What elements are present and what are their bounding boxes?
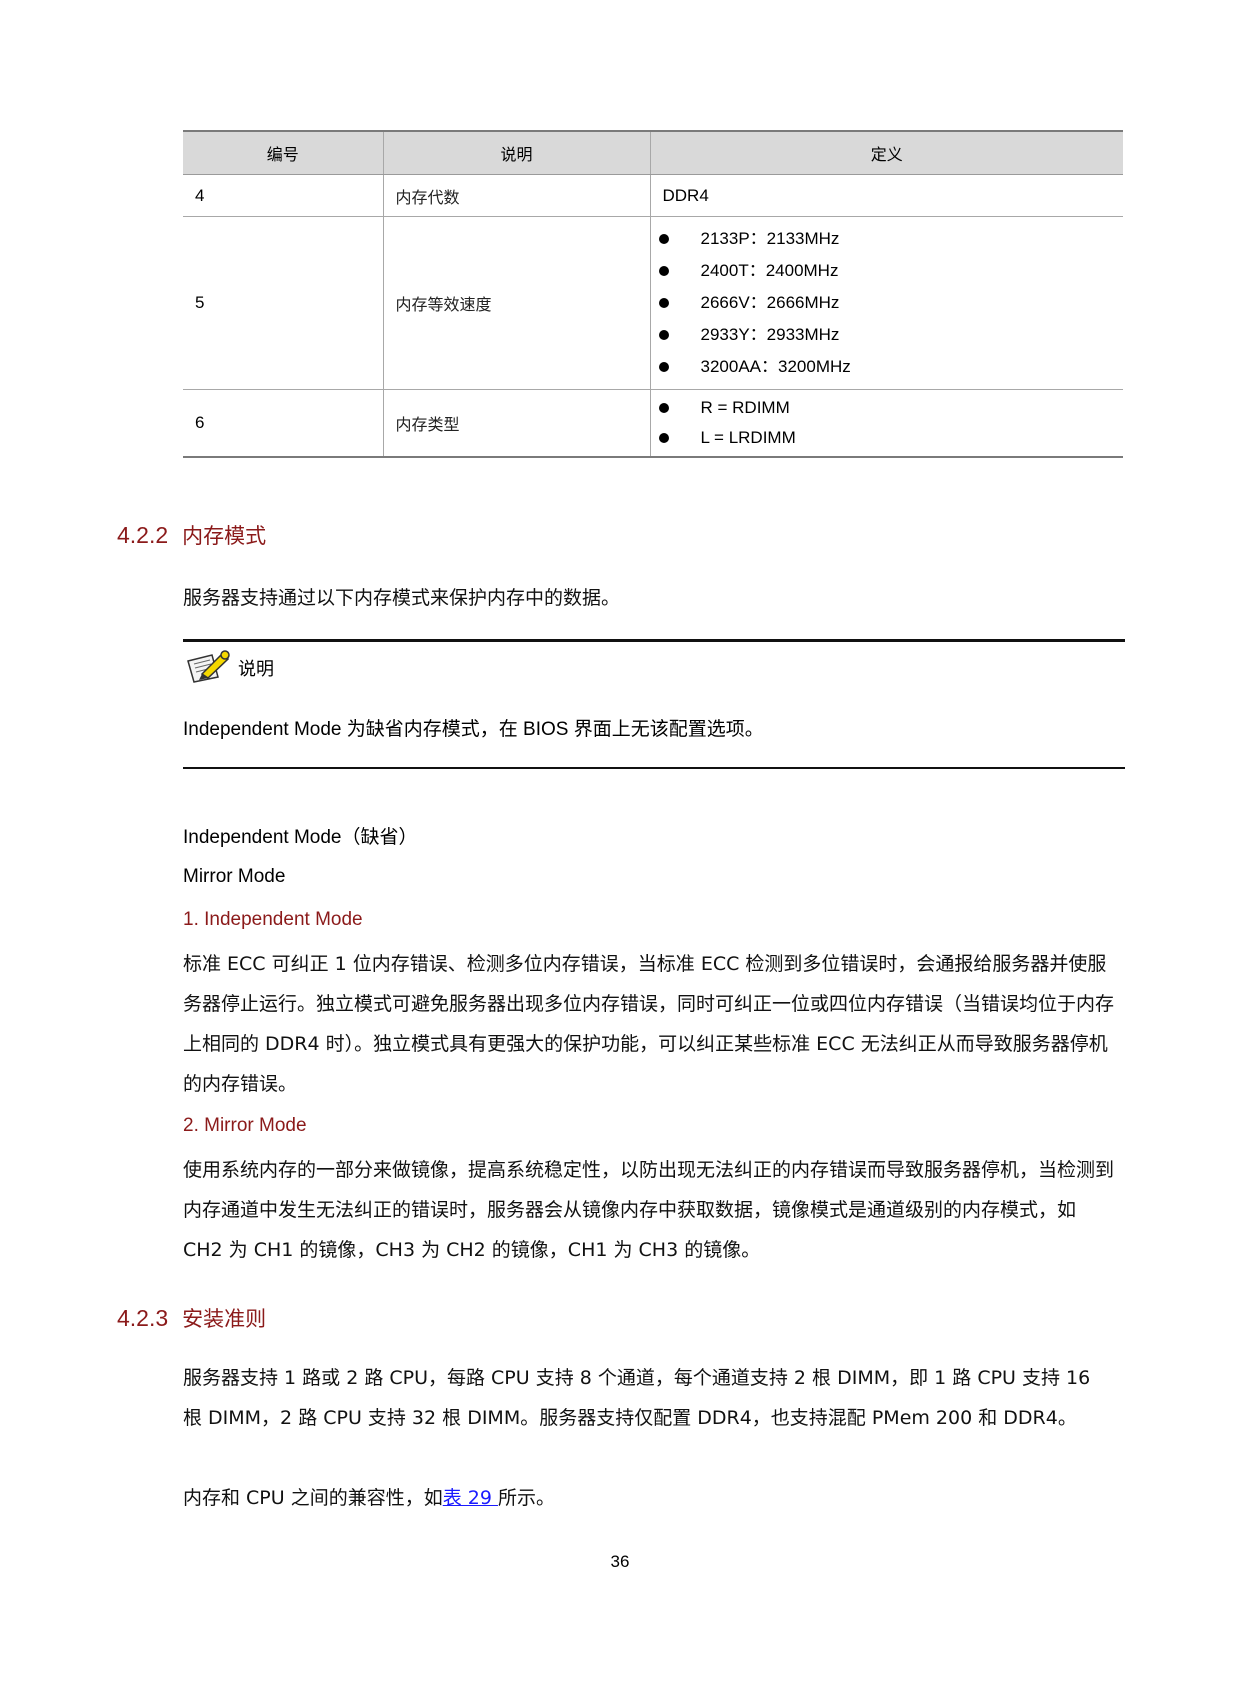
table-29-link[interactable]: 表 29 [442, 1487, 498, 1509]
page-number: 36 [610, 1552, 630, 1571]
list-item: 2666V：2666MHz [651, 287, 1124, 319]
memory-spec-table: 编号 说明 定义 4 内存代数 DDR4 5 内存等效速度 2133P：2133… [183, 130, 1123, 458]
list-item-text: 2666V：2666MHz [700, 293, 840, 312]
bullet-icon [658, 298, 669, 308]
cell-number: 6 [183, 389, 383, 457]
note-pencil-icon [187, 650, 230, 683]
cell-definition: R = RDIMM L = LRDIMM [649, 389, 1124, 457]
independent-mode-body: 标准 ECC 可纠正 1 位内存错误、检测多位内存错误，当标准 ECC 检测到多… [183, 953, 1115, 1095]
section-number: 4.2.3 [117, 1305, 169, 1331]
list-item: 2400T：2400MHz [651, 255, 1124, 287]
list-item-text: 3200AA：3200MHz [700, 357, 851, 376]
list-item-text: 2133P：2133MHz [700, 229, 840, 248]
mode-mirror: Mirror Mode [183, 866, 286, 887]
compatibility-suffix: 所示。 [497, 1487, 555, 1509]
subheading-mirror-mode: 2. Mirror Mode [183, 1115, 307, 1136]
bullet-icon [658, 234, 669, 244]
list-item: 2133P：2133MHz [651, 223, 1124, 255]
bullet-icon [658, 362, 669, 372]
list-item: 2933Y：2933MHz [651, 319, 1124, 351]
table-row: 5 内存等效速度 2133P：2133MHz 2400T：2400MHz 266… [183, 216, 1124, 390]
section-intro: 服务器支持通过以下内存模式来保护内存中的数据。 [183, 587, 621, 609]
section-heading-4-2-3: 4.2.3 安装准则 [117, 1303, 266, 1333]
cell-description: 内存类型 [382, 389, 650, 457]
mode-independent: Independent Mode（缺省） [183, 827, 418, 848]
list-item-text: 2933Y：2933MHz [700, 325, 840, 344]
column-header-description: 说明 [382, 131, 650, 175]
mirror-mode-body: 使用系统内存的一部分来做镜像，提高系统稳定性，以防出现无法纠正的内存错误而导致服… [183, 1159, 1115, 1261]
list-item: 3200AA：3200MHz [651, 351, 1124, 383]
compatibility-sentence: 内存和 CPU 之间的兼容性，如表 29 所示。 [183, 1478, 1115, 1518]
compatibility-prefix: 内存和 CPU 之间的兼容性，如 [183, 1487, 443, 1509]
subheading-independent-mode: 1. Independent Mode [183, 909, 363, 930]
list-item: L = LRDIMM [651, 423, 1124, 453]
bullet-icon [658, 433, 669, 443]
cell-description: 内存代数 [382, 174, 650, 217]
table-row: 4 内存代数 DDR4 [183, 174, 1123, 217]
column-header-definition: 定义 [649, 131, 1123, 175]
cell-definition: 2133P：2133MHz 2400T：2400MHz 2666V：2666MH… [649, 216, 1124, 390]
table-row: 6 内存类型 R = RDIMM L = LRDIMM [183, 389, 1124, 457]
column-header-number: 编号 [183, 131, 383, 175]
installation-guidelines-body: 服务器支持 1 路或 2 路 CPU，每路 CPU 支持 8 个通道，每个通道支… [183, 1367, 1091, 1429]
bullet-icon [658, 330, 669, 340]
cell-number: 5 [183, 216, 383, 390]
table-header-row: 编号 说明 定义 [183, 131, 1123, 175]
section-number: 4.2.2 [117, 522, 169, 548]
note-bottom-rule [183, 767, 1125, 769]
speed-list: 2133P：2133MHz 2400T：2400MHz 2666V：2666MH… [651, 223, 1124, 383]
list-item-text: R = RDIMM [700, 398, 790, 417]
list-item-text: 2400T：2400MHz [700, 261, 839, 280]
list-item-text: L = LRDIMM [700, 428, 796, 447]
cell-definition: DDR4 [649, 174, 1123, 217]
cell-description: 内存等效速度 [382, 216, 650, 390]
bullet-icon [658, 266, 669, 276]
section-heading-4-2-2: 4.2.2 内存模式 [117, 520, 266, 550]
section-title: 安装准则 [182, 1307, 267, 1331]
bullet-icon [658, 403, 669, 413]
note-label: 说明 [238, 659, 274, 680]
note-text: Independent Mode 为缺省内存模式，在 BIOS 界面上无该配置选… [183, 719, 764, 740]
note-top-rule [183, 639, 1125, 642]
cell-number: 4 [183, 174, 383, 217]
section-title: 内存模式 [182, 524, 267, 548]
type-list: R = RDIMM L = LRDIMM [651, 393, 1124, 453]
list-item: R = RDIMM [651, 393, 1124, 423]
